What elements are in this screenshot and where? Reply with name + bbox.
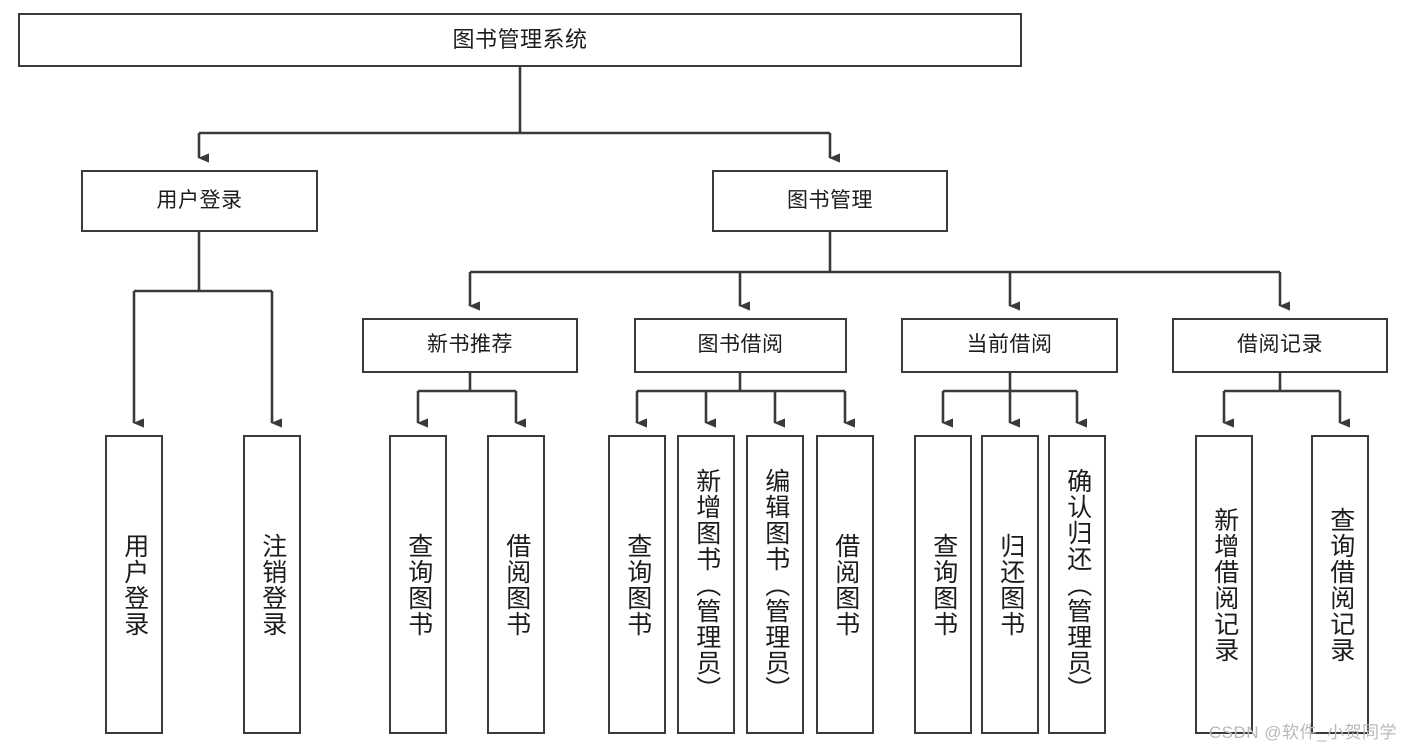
leaf-confirm-return-admin[interactable]: 确认归还（管理员）: [1048, 435, 1106, 734]
leaf-query-books-current[interactable]: 查询图书: [914, 435, 972, 734]
leaf-return-books[interactable]: 归还图书: [981, 435, 1039, 734]
leaf-logout[interactable]: 注销登录: [243, 435, 301, 734]
node-root-system[interactable]: 图书管理系统: [18, 13, 1022, 67]
node-book-management[interactable]: 图书管理: [712, 170, 948, 232]
leaf-user-login[interactable]: 用户登录: [105, 435, 163, 734]
node-label: 查询借阅记录: [1326, 506, 1355, 663]
node-label: 图书管理: [787, 188, 873, 212]
node-label: 归还图书: [996, 532, 1025, 637]
node-label: 确认归还（管理员）: [1063, 467, 1092, 702]
node-label: 借阅图书: [502, 532, 531, 637]
node-user-login[interactable]: 用户登录: [81, 170, 318, 232]
node-label: 用户登录: [156, 188, 243, 212]
node-label: 查询图书: [929, 532, 958, 637]
node-label: 注销登录: [258, 532, 287, 637]
leaf-borrow-books-recommend[interactable]: 借阅图书: [487, 435, 545, 734]
leaf-edit-book-admin[interactable]: 编辑图书（管理员）: [746, 435, 804, 734]
leaf-add-borrow-record[interactable]: 新增借阅记录: [1195, 435, 1253, 734]
node-label: 图书管理系统: [452, 27, 588, 53]
leaf-query-books-borrow[interactable]: 查询图书: [608, 435, 666, 734]
node-label: 用户登录: [120, 532, 149, 637]
node-label: 图书借阅: [697, 333, 784, 357]
node-label: 新增借阅记录: [1210, 506, 1239, 663]
node-borrow-records[interactable]: 借阅记录: [1172, 318, 1388, 373]
node-label: 新增图书（管理员）: [692, 467, 721, 702]
node-label: 新书推荐: [427, 333, 513, 357]
node-label: 借阅图书: [831, 532, 860, 637]
leaf-borrow-books[interactable]: 借阅图书: [816, 435, 874, 734]
node-label: 查询图书: [404, 532, 433, 637]
leaf-add-book-admin[interactable]: 新增图书（管理员）: [677, 435, 735, 734]
node-label: 查询图书: [623, 532, 652, 637]
node-book-borrow[interactable]: 图书借阅: [634, 318, 847, 373]
node-label: 编辑图书（管理员）: [761, 467, 790, 702]
leaf-query-borrow-record[interactable]: 查询借阅记录: [1311, 435, 1369, 734]
leaf-query-books-recommend[interactable]: 查询图书: [389, 435, 447, 734]
csdn-watermark: CSDN @软件_小贺同学: [1208, 723, 1397, 742]
node-label: 借阅记录: [1237, 333, 1323, 357]
node-new-book-recommendation[interactable]: 新书推荐: [362, 318, 578, 373]
node-current-borrow[interactable]: 当前借阅: [901, 318, 1118, 373]
node-label: 当前借阅: [966, 333, 1053, 357]
